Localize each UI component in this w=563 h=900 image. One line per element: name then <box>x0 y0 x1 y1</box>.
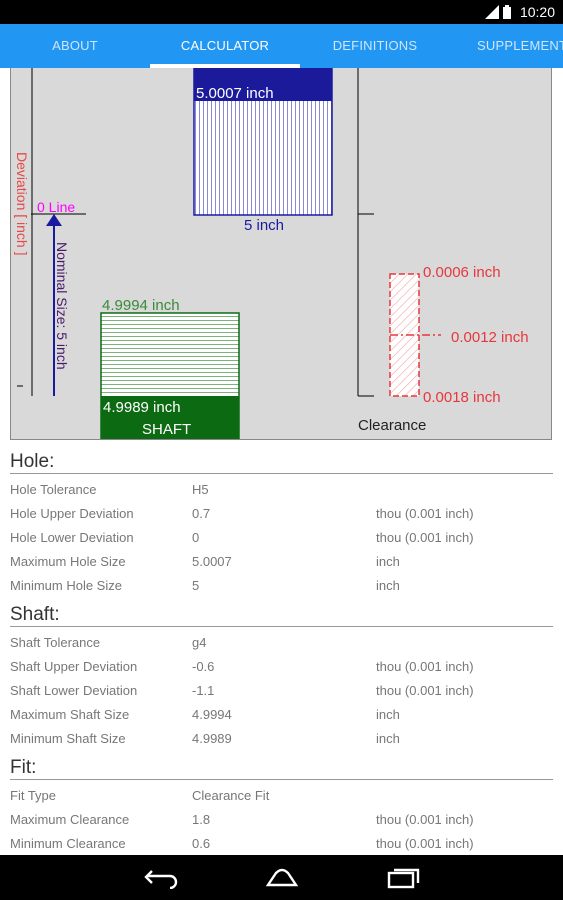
row-unit: inch <box>376 554 400 569</box>
clearance-max-label: 0.0006 inch <box>423 264 501 281</box>
row-value: 5.0007 <box>192 554 232 569</box>
hole-max-label: 5.0007 inch <box>196 85 274 102</box>
row-label: Shaft Upper Deviation <box>10 659 138 674</box>
row-value: H5 <box>192 482 209 497</box>
row-label: Fit Type <box>10 788 57 803</box>
row-value: g4 <box>192 635 207 650</box>
tolerance-diagram-svg: Deviation [ inch ] 0 Line Nominal Size: … <box>14 68 529 439</box>
row-unit: thou (0.001 inch) <box>376 836 474 851</box>
tab-indicator <box>150 64 300 68</box>
row-value: 5 <box>192 578 200 593</box>
hole-min-label: 5 inch <box>244 217 284 234</box>
row-unit: thou (0.001 inch) <box>376 530 474 545</box>
fit-section-title: Fit: <box>10 757 37 778</box>
shaft-body <box>101 396 239 439</box>
shaft-section-title: Shaft: <box>10 604 60 625</box>
row-label: Maximum Hole Size <box>10 554 126 569</box>
row-unit: inch <box>376 731 400 746</box>
tab-about[interactable]: ABOUT <box>52 38 98 53</box>
table-row: Minimum Hole Size 5 inch <box>10 574 553 598</box>
row-unit: inch <box>376 578 400 593</box>
row-unit: thou (0.001 inch) <box>376 506 474 521</box>
row-label: Minimum Clearance <box>10 836 126 851</box>
shaft-max-label: 4.9994 inch <box>102 297 180 314</box>
table-row: Shaft Lower Deviation -1.1 thou (0.001 i… <box>10 679 553 703</box>
status-bar: 10:20 <box>0 0 563 24</box>
hole-section-title: Hole: <box>10 451 55 472</box>
row-value: 4.9989 <box>192 731 232 746</box>
clearance-mid-label: 0.0012 inch <box>451 329 529 346</box>
tab-calculator[interactable]: CALCULATOR <box>180 38 270 53</box>
status-icons <box>485 5 511 19</box>
row-unit: thou (0.001 inch) <box>376 683 474 698</box>
tolerance-diagram: Deviation [ inch ] 0 Line Nominal Size: … <box>10 68 552 440</box>
row-label: Shaft Tolerance <box>10 635 101 650</box>
row-value: -0.6 <box>192 659 215 674</box>
clearance-min-label: 0.0018 inch <box>423 389 501 406</box>
table-row: Hole Tolerance H5 <box>10 478 553 502</box>
row-value: 1.8 <box>192 812 211 827</box>
shaft-section-divider <box>10 626 553 627</box>
table-row: Maximum Clearance 1.8 thou (0.001 inch) <box>10 808 553 832</box>
row-label: Maximum Shaft Size <box>10 707 130 722</box>
tab-definitions[interactable]: DEFINITIONS <box>332 38 418 53</box>
row-unit: inch <box>376 707 400 722</box>
row-unit: thou (0.001 inch) <box>376 659 474 674</box>
tab-supplement[interactable]: SUPPLEMENT <box>477 38 563 53</box>
status-time: 10:20 <box>519 4 555 20</box>
fit-section-divider <box>10 779 553 780</box>
table-row: Hole Lower Deviation 0 thou (0.001 inch) <box>10 526 553 550</box>
nominal-arrowhead <box>46 214 62 226</box>
row-value: -1.1 <box>192 683 215 698</box>
battery-icon <box>503 5 511 19</box>
recents-icon[interactable] <box>385 867 421 889</box>
shaft-min-label: 4.9989 inch <box>103 399 181 416</box>
row-value: Clearance Fit <box>192 788 270 803</box>
row-label: Hole Lower Deviation <box>10 530 134 545</box>
row-label: Minimum Hole Size <box>10 578 122 593</box>
row-unit: thou (0.001 inch) <box>376 812 474 827</box>
row-label: Hole Upper Deviation <box>10 506 134 521</box>
tab-bar: ABOUT CALCULATOR DEFINITIONS SUPPLEMENT <box>0 24 563 68</box>
nominal-size-label: Nominal Size: 5 inch <box>54 242 70 370</box>
table-row: Maximum Shaft Size 4.9994 inch <box>10 703 553 727</box>
row-value: 0.6 <box>192 836 211 851</box>
table-row: Shaft Tolerance g4 <box>10 631 553 655</box>
shaft-label: SHAFT <box>142 421 191 438</box>
table-row: Shaft Upper Deviation -0.6 thou (0.001 i… <box>10 655 553 679</box>
table-row: Fit Type Clearance Fit <box>10 784 553 808</box>
table-row: Maximum Hole Size 5.0007 inch <box>10 550 553 574</box>
row-value: 0 <box>192 530 200 545</box>
row-label: Minimum Shaft Size <box>10 731 126 746</box>
clearance-label: Clearance <box>358 417 426 434</box>
row-value: 4.9994 <box>192 707 232 722</box>
zero-line-label: 0 Line <box>37 199 75 215</box>
hole-section-divider <box>10 473 553 474</box>
table-row: Hole Upper Deviation 0.7 thou (0.001 inc… <box>10 502 553 526</box>
row-label: Maximum Clearance <box>10 812 130 827</box>
row-label: Shaft Lower Deviation <box>10 683 138 698</box>
signal-icon <box>485 5 499 19</box>
row-label: Hole Tolerance <box>10 482 97 497</box>
home-icon[interactable] <box>264 867 300 889</box>
navigation-bar <box>0 855 563 900</box>
table-row: Minimum Clearance 0.6 thou (0.001 inch) <box>10 832 553 856</box>
hole-top-band <box>194 68 332 101</box>
deviation-label: Deviation [ inch ] <box>14 152 30 256</box>
row-value: 0.7 <box>192 506 211 521</box>
back-icon[interactable] <box>144 867 180 889</box>
table-row: Minimum Shaft Size 4.9989 inch <box>10 727 553 751</box>
